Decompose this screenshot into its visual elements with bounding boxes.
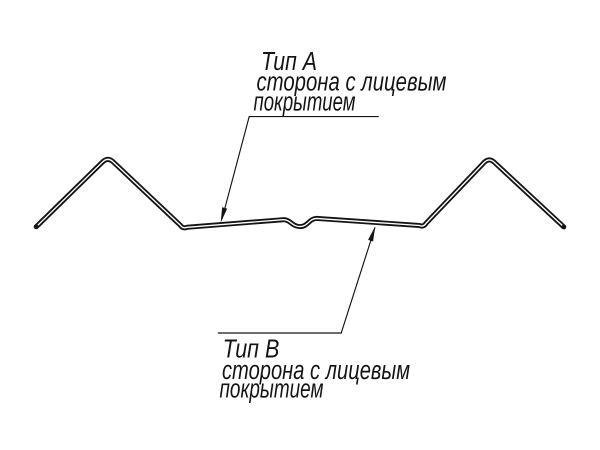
svg-text:сторона с лицевым: сторона с лицевым <box>257 68 447 96</box>
svg-text:покрытием: покрытием <box>254 88 356 116</box>
svg-text:Тип В: Тип В <box>223 336 279 364</box>
svg-text:покрытием: покрытием <box>220 376 324 404</box>
svg-text:сторона с лицевым: сторона с лицевым <box>222 357 410 385</box>
svg-text:Тип А: Тип А <box>261 48 317 76</box>
